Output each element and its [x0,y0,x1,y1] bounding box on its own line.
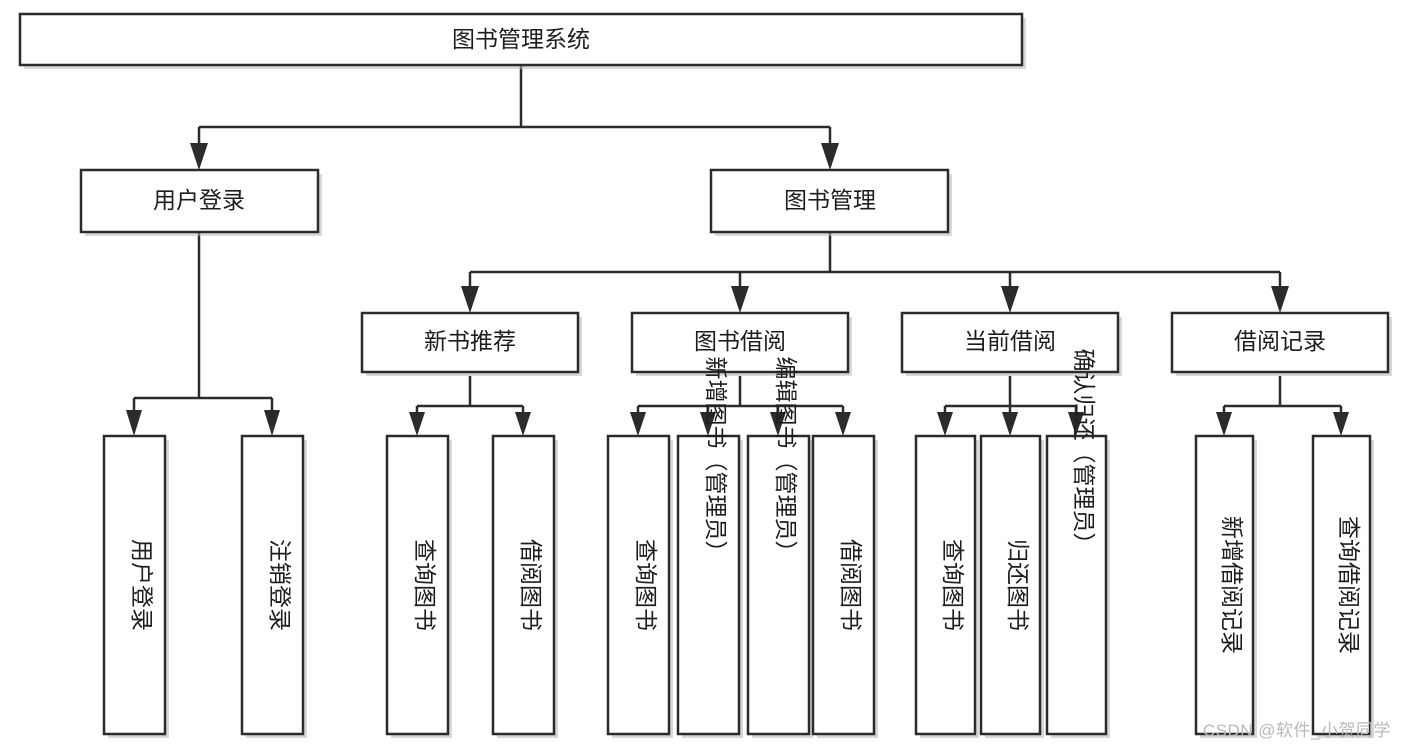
node-user-login-box[interactable] [79,168,320,234]
leaf-cb-3-label: 确认归还（管理员） [1071,349,1097,556]
node-root-box[interactable] [18,12,1024,67]
arrow-head-ul-leaf-2 [264,410,280,436]
leaf-br-2-box[interactable] [1311,434,1372,736]
node-user-login[interactable]: 用户登录 [79,168,322,236]
leaf-bb-2-box[interactable] [676,434,741,736]
arrow-head-bb-leaf-2 [700,412,716,436]
leaf-new-book-query[interactable]: 查询图书 [385,434,452,738]
leaf-current-borrow-query[interactable]: 查询图书 [914,434,979,738]
arrow-head-user-login [190,143,208,170]
leaf-cb-1-label: 查询图书 [940,539,966,631]
leaf-borrow-record-query[interactable]: 查询借阅记录 [1311,434,1374,738]
arrow-head-current-borrow [1001,286,1019,313]
connectors-root-to-level1 [190,65,839,170]
node-new-book-recommend-box[interactable] [360,311,580,374]
leaf-cb-1-box[interactable] [914,434,977,736]
node-current-borrow-label: 当前借阅 [964,328,1056,354]
node-book-borrow-box[interactable] [630,311,850,374]
leaf-br-2-label: 查询借阅记录 [1336,516,1362,654]
node-book-manage-label: 图书管理 [784,187,876,213]
leaf-br-1-label: 新增借阅记录 [1219,516,1245,654]
leaf-bb-2-label: 新增图书（管理员） [703,357,729,564]
leaf-nb-2-box[interactable] [491,434,556,736]
arrow-head-book-borrow [731,286,749,313]
node-borrow-record-box[interactable] [1170,311,1390,374]
node-book-borrow[interactable]: 图书借阅 [630,311,852,376]
leaf-bb-3-box[interactable] [746,434,811,736]
leaf-book-borrow-query[interactable]: 查询图书 [606,434,673,738]
leaf-cb-2-label: 归还图书 [1005,539,1031,631]
arrow-head-bb-leaf-1 [630,412,646,436]
node-borrow-record[interactable]: 借阅记录 [1170,311,1392,376]
node-book-borrow-label: 图书借阅 [694,328,786,354]
leaf-book-borrow-borrow[interactable]: 借阅图书 [811,434,878,738]
connectors-new-book-to-leaves [409,376,531,436]
node-book-manage-box[interactable] [709,168,950,234]
leaf-current-borrow-confirm[interactable]: 确认归还（管理员） [1045,349,1110,739]
leaf-ul-1-label: 用户登录 [129,539,155,631]
leaf-cb-2-box[interactable] [979,434,1042,736]
leaf-ul-2-label: 注销登录 [267,539,293,631]
arrow-head-borrow-record [1271,286,1289,313]
node-root[interactable]: 图书管理系统 [18,12,1026,69]
arrow-head-bb-leaf-4 [835,412,851,436]
leaf-ul-1-box[interactable] [102,434,167,736]
connectors-user-login-to-leaves [126,232,280,436]
arrow-head-nb-leaf-2 [515,412,531,436]
arrow-head-cb-leaf-2 [1002,412,1018,436]
leaf-borrow-record-add[interactable]: 新增借阅记录 [1194,434,1257,738]
leaf-bb-1-box[interactable] [606,434,671,736]
leaf-nb-1-box[interactable] [385,434,450,736]
arrow-head-new-book [461,286,479,313]
leaf-bb-4-label: 借阅图书 [838,539,864,631]
leaf-book-borrow-add[interactable]: 新增图书（管理员） [676,357,743,739]
leaf-bb-3-label: 编辑图书（管理员） [773,357,799,564]
arrow-head-cb-leaf-1 [937,412,953,436]
arrow-head-ul-leaf-1 [126,410,142,436]
leaf-new-book-borrow[interactable]: 借阅图书 [491,434,558,738]
leaf-user-login-logout[interactable]: 注销登录 [240,434,307,738]
arrow-head-br-leaf-2 [1333,412,1349,436]
arrow-head-bb-leaf-3 [770,412,786,436]
leaf-book-borrow-edit[interactable]: 编辑图书（管理员） [746,357,813,739]
node-root-label: 图书管理系统 [452,26,590,52]
connectors-current-borrow-to-leaves [937,376,1084,436]
node-borrow-record-label: 借阅记录 [1234,328,1326,354]
leaf-bb-1-label: 查询图书 [633,539,659,631]
node-book-manage[interactable]: 图书管理 [709,168,952,236]
leaf-br-1-box[interactable] [1194,434,1255,736]
node-new-book-recommend-label: 新书推荐 [424,328,516,354]
arrow-head-nb-leaf-1 [409,412,425,436]
connectors-borrow-record-to-leaves [1216,376,1349,436]
arrow-head-cb-leaf-3 [1068,412,1084,436]
leaf-nb-2-label: 借阅图书 [518,539,544,631]
leaf-nb-1-label: 查询图书 [412,539,438,631]
leaf-user-login-login[interactable]: 用户登录 [102,434,169,738]
leaf-cb-3-box[interactable] [1045,434,1108,736]
node-user-login-label: 用户登录 [153,187,245,213]
node-current-borrow-box[interactable] [900,311,1120,374]
connectors-book-borrow-to-leaves [630,376,851,436]
leaf-ul-2-box[interactable] [240,434,305,736]
arrow-head-book-manage [821,143,839,170]
arrow-head-br-leaf-1 [1216,412,1232,436]
csdn-watermark: CSDN @软件_小贺同学 [1202,721,1391,740]
connectors-book-manage-to-level2 [461,232,1289,313]
node-current-borrow[interactable]: 当前借阅 [900,311,1122,376]
node-new-book-recommend[interactable]: 新书推荐 [360,311,582,376]
leaf-bb-4-box[interactable] [811,434,876,736]
leaf-current-borrow-return[interactable]: 归还图书 [979,434,1044,738]
